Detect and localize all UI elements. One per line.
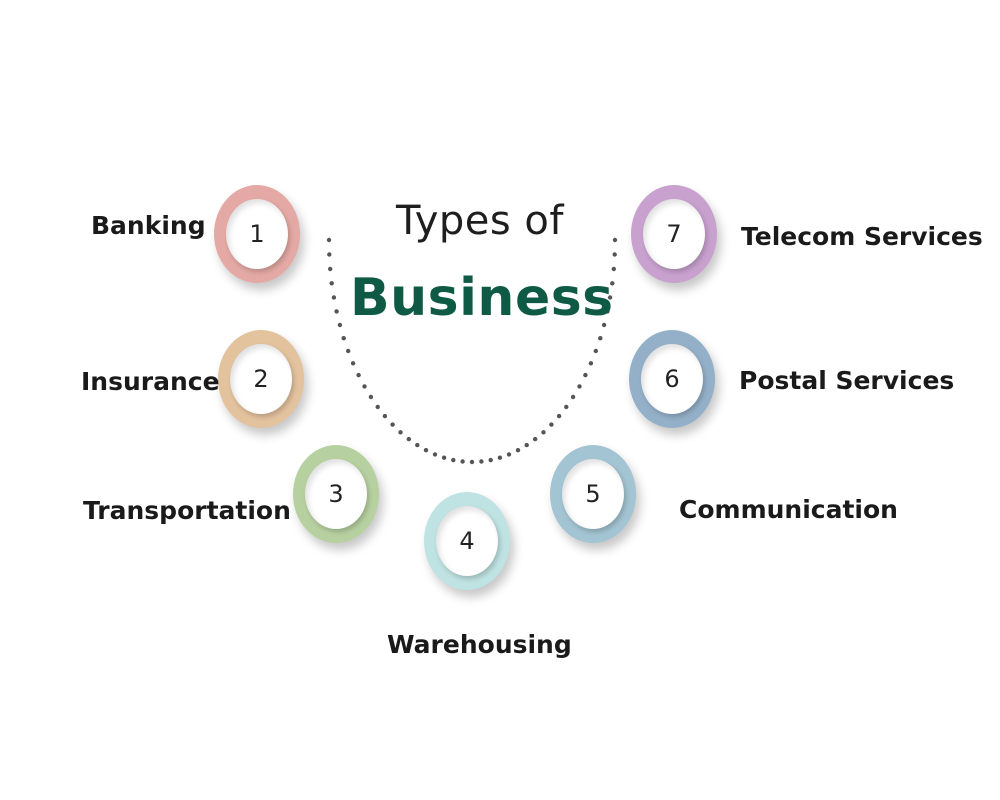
arc-dot (350, 361, 356, 366)
node-number-7: 7 (643, 199, 705, 269)
arc-dot (390, 422, 395, 427)
arc-dot (328, 266, 333, 272)
node-number-3: 3 (305, 459, 367, 529)
arc-dot (469, 459, 475, 465)
arc-dot (327, 252, 332, 257)
label-banking: Banking (91, 211, 206, 240)
arc-dot (588, 361, 594, 366)
arc-dot (611, 266, 616, 272)
arc-dot (497, 455, 503, 460)
arc-dot (564, 404, 569, 410)
arc-dot (524, 442, 529, 448)
arc-dot (541, 430, 546, 435)
arc-dot (368, 394, 374, 400)
arc-dot (362, 384, 367, 389)
arc-dot (610, 281, 615, 286)
arc-dot (356, 372, 361, 378)
label-transportation: Transportation (83, 496, 291, 525)
arc-dot (533, 436, 538, 442)
arc-dot (423, 448, 429, 453)
node-2: 2 (218, 330, 304, 428)
arc-dot (488, 457, 493, 463)
arc-dot (406, 436, 411, 442)
arc-dot (337, 322, 343, 328)
node-7: 7 (631, 185, 717, 283)
arc-dot (334, 309, 339, 314)
node-6: 6 (629, 330, 715, 428)
arc-dot (605, 309, 610, 314)
arc-dot (583, 372, 588, 378)
node-number-5: 5 (562, 459, 624, 529)
arc-dot (441, 455, 447, 460)
node-5: 5 (550, 445, 636, 543)
arc-dot (515, 448, 521, 453)
arc-dot (326, 237, 332, 243)
label-warehousing: Warehousing (387, 630, 572, 659)
arc-dot (432, 452, 438, 457)
arc-dot (612, 252, 617, 257)
arc-dot (506, 452, 512, 457)
node-number-1: 1 (226, 199, 288, 269)
title-line-2: Business (350, 268, 614, 328)
arc-dot (612, 237, 618, 243)
arc-dot (460, 459, 465, 464)
arc-dot (607, 295, 613, 300)
label-communication: Communication (679, 495, 898, 524)
label-insurance: Insurance (81, 367, 220, 396)
arc-dot (556, 413, 562, 419)
arc-dot (398, 430, 403, 435)
arc-dot (375, 404, 380, 410)
arc-dot (341, 336, 346, 341)
node-1: 1 (214, 185, 300, 283)
node-3: 3 (293, 445, 379, 543)
node-number-2: 2 (230, 344, 292, 414)
arc-dot (549, 422, 554, 427)
arc-dot (577, 384, 582, 389)
title-line-1: Types of (396, 198, 564, 244)
arc-dot (382, 413, 388, 419)
node-number-4: 4 (436, 506, 498, 576)
arc-dot (479, 459, 484, 464)
arc-dot (593, 348, 598, 354)
arc-dot (329, 281, 334, 286)
label-telecom-services: Telecom Services (741, 222, 983, 251)
arc-dot (331, 295, 337, 300)
arc-dot (346, 348, 351, 354)
arc-dot (598, 336, 603, 341)
node-4: 4 (424, 492, 510, 590)
arc-dot (451, 457, 456, 463)
node-number-6: 6 (641, 344, 703, 414)
arc-dot (415, 442, 420, 448)
arc-dot (570, 394, 576, 400)
label-postal-services: Postal Services (739, 366, 955, 395)
arc-dot (601, 322, 607, 328)
